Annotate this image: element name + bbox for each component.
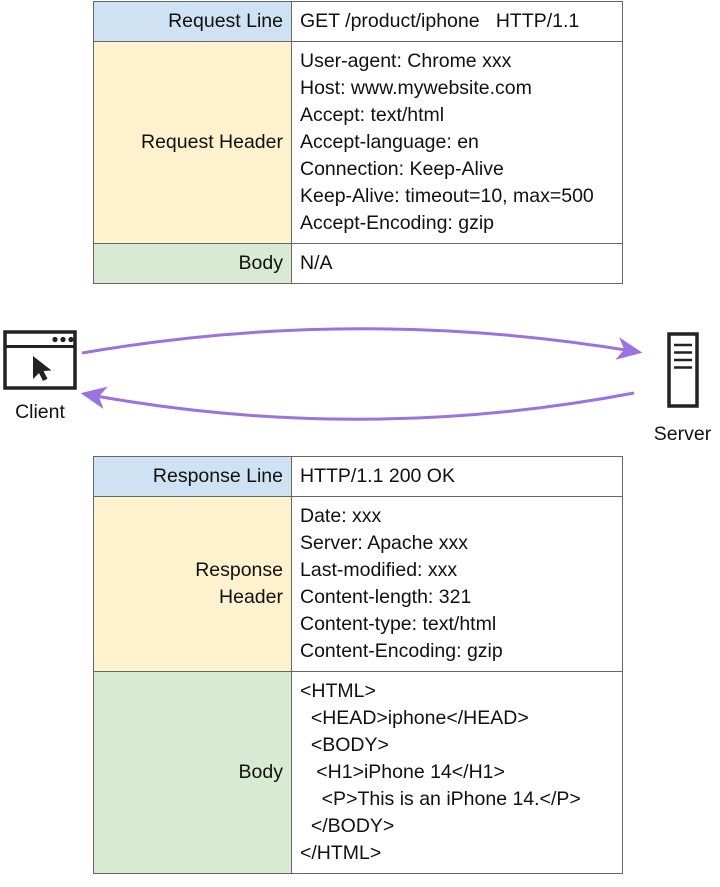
response-line-label: Response Line xyxy=(93,456,292,497)
table-row: Request Line GET /product/iphone HTTP/1.… xyxy=(93,1,623,42)
response-body-value: <HTML> <HEAD>iphone</HEAD> <BODY> <H1>iP… xyxy=(291,671,623,874)
table-row: Response Header Date: xxx Server: Apache… xyxy=(93,496,623,672)
client-server-exchange: Client Server xyxy=(0,300,720,455)
exchange-arrows xyxy=(80,327,643,421)
response-arrow xyxy=(80,386,635,421)
response-line-value: HTTP/1.1 200 OK xyxy=(291,456,623,497)
table-row: Body <HTML> <HEAD>iphone</HEAD> <BODY> <… xyxy=(93,671,623,874)
table-row: Request Header User-agent: Chrome xxx Ho… xyxy=(93,41,623,244)
response-header-label: Response Header xyxy=(93,496,292,672)
http-request-table: Request Line GET /product/iphone HTTP/1.… xyxy=(93,1,623,284)
request-header-value: User-agent: Chrome xxx Host: www.mywebsi… xyxy=(291,41,623,244)
response-body-label: Body xyxy=(93,671,292,874)
response-header-value: Date: xxx Server: Apache xxx Last-modifi… xyxy=(291,496,623,672)
server-label: Server xyxy=(653,423,712,445)
table-row: Body N/A xyxy=(93,243,623,284)
table-row: Response Line HTTP/1.1 200 OK xyxy=(93,456,623,497)
server-rack-icon xyxy=(645,332,720,413)
client-label: Client xyxy=(15,401,65,423)
request-body-value: N/A xyxy=(291,243,623,284)
request-line-value: GET /product/iphone HTTP/1.1 xyxy=(291,1,623,42)
request-line-label: Request Line xyxy=(93,1,292,42)
request-body-label: Body xyxy=(93,243,292,284)
request-header-label: Request Header xyxy=(93,41,292,244)
http-response-table: Response Line HTTP/1.1 200 OK Response H… xyxy=(93,456,623,874)
request-arrow xyxy=(81,327,643,360)
server-node: Server xyxy=(645,332,720,446)
client-node: Client xyxy=(0,330,80,424)
browser-window-cursor-icon xyxy=(0,330,80,395)
